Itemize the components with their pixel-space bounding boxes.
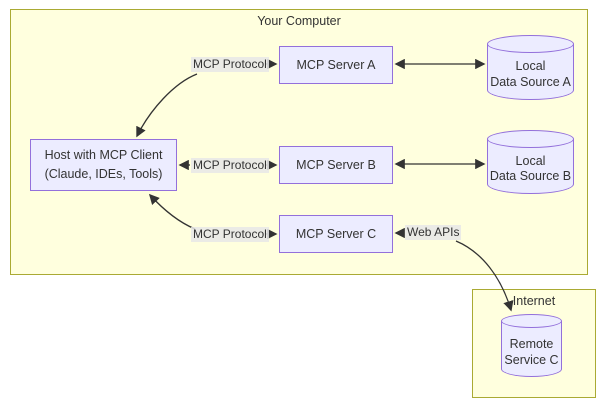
cylinder-body [501, 321, 562, 377]
node-host-line1: Host with MCP Client [44, 148, 163, 162]
node-host-line2: (Claude, IDEs, Tools) [44, 167, 163, 181]
data-source-a-line1: Local [515, 59, 546, 73]
node-local-data-source-b: Local Data Source B [487, 130, 574, 194]
data-source-b-line1: Local [515, 153, 546, 168]
edge-label-web-apis: Web APIs [405, 225, 462, 240]
node-mcp-server-c: MCP Server C [279, 215, 393, 253]
cylinder-top-ellipse [487, 130, 574, 148]
node-local-data-source-a: Local Data Source A [487, 35, 574, 100]
edge-label-mcp-protocol-c: MCP Protocol [191, 227, 269, 242]
node-mcp-server-a-label: MCP Server A [296, 57, 376, 72]
cylinder-body [487, 139, 574, 194]
cylinder-top-ellipse [487, 35, 574, 53]
edge-label-mcp-protocol-a: MCP Protocol [191, 57, 269, 72]
node-host: Host with MCP Client (Claude, IDEs, Tool… [30, 139, 177, 191]
remote-service-c-line2: Service C [504, 352, 559, 367]
node-mcp-server-b: MCP Server B [279, 146, 393, 184]
node-remote-service-c: Remote Service C [501, 314, 562, 377]
cylinder-body [487, 44, 574, 100]
remote-service-c-line1: Remote [509, 337, 554, 351]
cluster-your-computer-label: Your Computer [257, 14, 341, 28]
node-mcp-server-b-label: MCP Server B [296, 157, 376, 172]
cluster-internet-label: Internet [512, 294, 556, 308]
data-source-a-line2: Data Source A [490, 74, 571, 89]
node-mcp-server-c-label: MCP Server C [295, 226, 377, 241]
data-source-b-line2: Data Source B [489, 169, 572, 183]
edge-label-mcp-protocol-b: MCP Protocol [191, 158, 269, 173]
cylinder-top-ellipse [501, 314, 562, 328]
node-mcp-server-a: MCP Server A [279, 46, 393, 84]
